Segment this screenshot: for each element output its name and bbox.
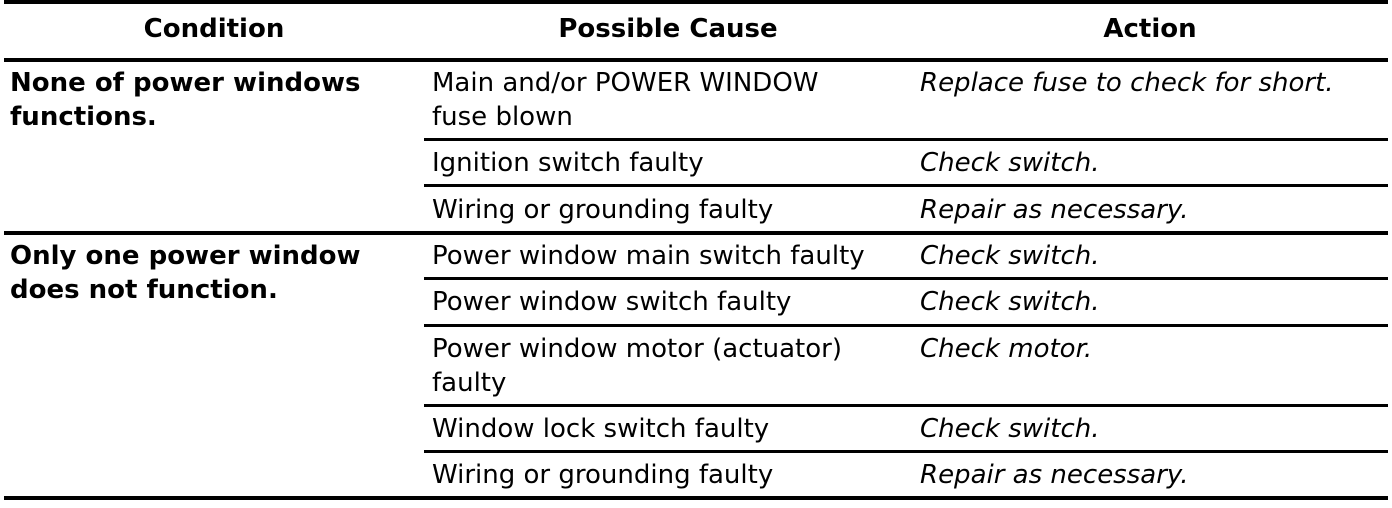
row-divider bbox=[424, 138, 1388, 141]
row-divider bbox=[424, 404, 1388, 407]
cause-text: Ignition switch faulty bbox=[432, 148, 704, 178]
cause-text: Main and/or POWER WINDOW bbox=[432, 68, 819, 98]
header-condition: Condition bbox=[143, 14, 285, 44]
cause-text: Power window switch faulty bbox=[432, 287, 792, 317]
condition-text: Only one power window bbox=[10, 241, 361, 271]
row-divider bbox=[424, 184, 1388, 187]
header-action: Action bbox=[1103, 14, 1197, 44]
condition-text: does not function. bbox=[10, 275, 278, 305]
cause-text: faulty bbox=[432, 368, 507, 398]
cause-text: Window lock switch faulty bbox=[432, 414, 770, 444]
cause-text: Power window main switch faulty bbox=[432, 241, 865, 271]
action-text: Check switch. bbox=[920, 287, 1100, 317]
action-text: Check switch. bbox=[920, 414, 1100, 444]
action-text: Replace fuse to check for short. bbox=[920, 68, 1334, 98]
action-text: Check switch. bbox=[920, 241, 1100, 271]
row-divider bbox=[424, 450, 1388, 453]
action-text: Repair as necessary. bbox=[920, 460, 1189, 490]
top-rule bbox=[4, 0, 1388, 4]
header-rule bbox=[4, 58, 1388, 62]
condition-text: None of power windows bbox=[10, 68, 361, 98]
condition-text: functions. bbox=[10, 102, 157, 132]
cause-text: Wiring or grounding faulty bbox=[432, 460, 774, 490]
group-divider bbox=[4, 231, 1388, 235]
cause-text: Power window motor (actuator) bbox=[432, 334, 842, 364]
action-text: Repair as necessary. bbox=[920, 195, 1189, 225]
action-text: Check switch. bbox=[920, 148, 1100, 178]
action-text: Check motor. bbox=[920, 334, 1093, 364]
cause-text: Wiring or grounding faulty bbox=[432, 195, 774, 225]
row-divider bbox=[424, 324, 1388, 327]
cause-text: fuse blown bbox=[432, 102, 573, 132]
bottom-rule bbox=[4, 496, 1388, 500]
header-possible-cause: Possible Cause bbox=[558, 14, 778, 44]
row-divider bbox=[424, 277, 1388, 280]
